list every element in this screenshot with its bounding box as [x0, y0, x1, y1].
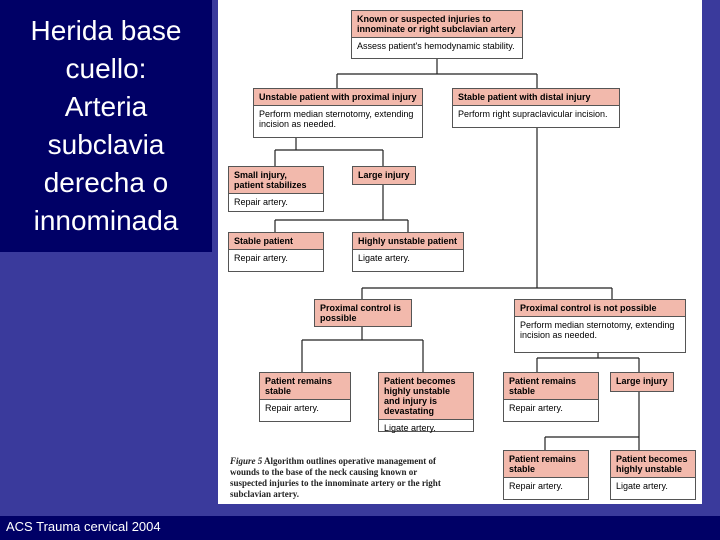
- box-remains-stable-3: Patient remains stable Repair artery.: [503, 450, 589, 500]
- box-root: Known or suspected injuries to innominat…: [351, 10, 523, 59]
- box-becomes-unstable-devastating-heading: Patient becomes highly unstable and inju…: [379, 373, 473, 420]
- connector-lines: [274, 59, 640, 450]
- figure-caption-text: Algorithm outlines operative management …: [230, 456, 441, 499]
- box-unstable-proximal: Unstable patient with proximal injury Pe…: [253, 88, 423, 138]
- box-remains-stable-3-heading: Patient remains stable: [504, 451, 588, 478]
- box-proximal-possible-heading: Proximal control is possible: [315, 300, 411, 326]
- box-remains-stable-1: Patient remains stable Repair artery.: [259, 372, 351, 422]
- box-proximal-not-possible-text: Perform median sternotomy, extending inc…: [520, 320, 675, 340]
- box-unstable-proximal-heading: Unstable patient with proximal injury: [254, 89, 422, 106]
- figure-caption-label: Figure 5: [230, 456, 263, 466]
- footer-bar: ACS Trauma cervical 2004: [0, 516, 720, 540]
- box-unstable-proximal-text: Perform median sternotomy, extending inc…: [259, 109, 414, 129]
- box-small-injury: Small injury, patient stabilizes Repair …: [228, 166, 324, 212]
- title-panel: Herida base cuello: Arteria subclavia de…: [0, 0, 212, 252]
- box-proximal-not-possible-heading: Proximal control is not possible: [515, 300, 685, 317]
- box-large-injury-2: Large injury: [610, 372, 674, 392]
- box-large-injury-1: Large injury: [352, 166, 416, 185]
- box-stable-patient: Stable patient Repair artery.: [228, 232, 324, 272]
- box-highly-unstable: Highly unstable patient Ligate artery.: [352, 232, 464, 272]
- box-stable-patient-heading: Stable patient: [229, 233, 323, 250]
- box-remains-stable-2-text: Repair artery.: [509, 403, 563, 413]
- figure-caption: Figure 5 Algorithm outlines operative ma…: [230, 456, 450, 500]
- box-becomes-unstable-2: Patient becomes highly unstable Ligate a…: [610, 450, 696, 500]
- box-highly-unstable-heading: Highly unstable patient: [353, 233, 463, 250]
- footer-text: ACS Trauma cervical 2004: [6, 519, 161, 534]
- box-stable-distal-text: Perform right supraclavicular incision.: [458, 109, 608, 119]
- box-becomes-unstable-2-heading: Patient becomes highly unstable: [611, 451, 695, 478]
- box-becomes-unstable-2-text: Ligate artery.: [616, 481, 668, 491]
- box-proximal-not-possible: Proximal control is not possible Perform…: [514, 299, 686, 353]
- box-becomes-unstable-devastating: Patient becomes highly unstable and inju…: [378, 372, 474, 433]
- box-stable-distal-heading: Stable patient with distal injury: [453, 89, 619, 106]
- box-root-text: Assess patient's hemodynamic stability.: [357, 41, 515, 51]
- box-remains-stable-1-heading: Patient remains stable: [260, 373, 350, 400]
- box-large-injury-1-heading: Large injury: [353, 167, 415, 184]
- box-large-injury-2-heading: Large injury: [611, 373, 673, 391]
- box-small-injury-text: Repair artery.: [234, 197, 288, 207]
- box-highly-unstable-text: Ligate artery.: [358, 253, 410, 263]
- box-stable-patient-text: Repair artery.: [234, 253, 288, 263]
- box-stable-distal: Stable patient with distal injury Perfor…: [452, 88, 620, 128]
- box-remains-stable-1-text: Repair artery.: [265, 403, 319, 413]
- algorithm-figure: Known or suspected injuries to innominat…: [218, 0, 702, 504]
- box-root-heading: Known or suspected injuries to innominat…: [352, 11, 522, 38]
- box-small-injury-heading: Small injury, patient stabilizes: [229, 167, 323, 194]
- box-proximal-possible: Proximal control is possible: [314, 299, 412, 327]
- slide-title: Herida base cuello: Arteria subclavia de…: [30, 15, 182, 236]
- box-remains-stable-3-text: Repair artery.: [509, 481, 563, 491]
- box-remains-stable-2-heading: Patient remains stable: [504, 373, 598, 400]
- box-becomes-unstable-devastating-text: Ligate artery.: [384, 423, 436, 433]
- box-remains-stable-2: Patient remains stable Repair artery.: [503, 372, 599, 422]
